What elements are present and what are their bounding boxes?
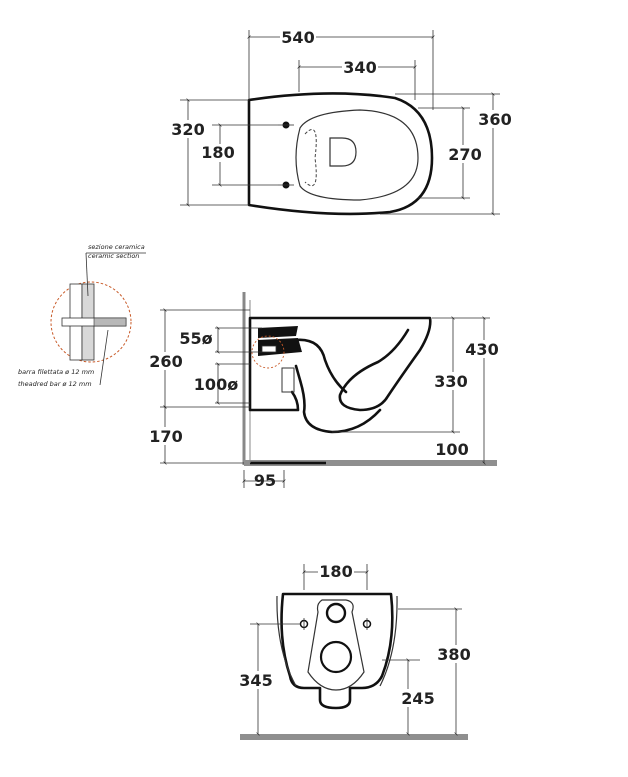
side-view-bowl xyxy=(248,316,432,434)
dim-260: 260 xyxy=(149,352,182,371)
outlet-d-shape xyxy=(329,137,357,167)
front-inlet-hole xyxy=(325,602,347,624)
note-barra-filettata: barra filettata ø 12 mm xyxy=(18,368,94,376)
side-view: 260 170 55ø 100ø 430 330 100 95 xyxy=(18,243,503,490)
dim-170: 170 xyxy=(149,427,182,446)
dim-270: 270 xyxy=(448,145,481,164)
note-sezione-ceramica: sezione ceramica xyxy=(88,243,145,251)
dim-430: 430 xyxy=(465,340,498,359)
top-view: 540 340 360 270 320 180 xyxy=(170,28,513,216)
dim-380: 380 xyxy=(437,645,470,664)
top-view-inner-dashed xyxy=(304,129,317,187)
top-view-inner-rim xyxy=(295,109,419,201)
front-view-inner-recess xyxy=(307,599,365,691)
note-threaded-bar: theadred bar ø 12 mm xyxy=(18,380,92,388)
top-view-outline xyxy=(247,92,434,216)
side-view-trap xyxy=(294,338,348,394)
front-view-outline xyxy=(280,592,394,710)
dim-100-offset: 100 xyxy=(435,440,468,459)
dim-100-pipe: 100ø xyxy=(194,375,238,394)
dim-320: 320 xyxy=(171,120,204,139)
note-ceramic-section: ceramic section xyxy=(88,252,139,260)
front-floor-bar xyxy=(240,734,468,740)
dim-55: 55ø xyxy=(179,329,212,348)
dim-95: 95 xyxy=(254,471,276,490)
front-view: 180 380 245 345 xyxy=(238,562,476,740)
dim-330: 330 xyxy=(434,372,467,391)
dim-345: 345 xyxy=(239,671,272,690)
dim-180-top: 180 xyxy=(201,143,234,162)
dim-340: 340 xyxy=(343,58,376,77)
dim-360: 360 xyxy=(478,110,511,129)
front-outlet-hole xyxy=(319,640,353,674)
floor-bar xyxy=(244,460,497,466)
dim-540: 540 xyxy=(281,28,314,47)
dim-245: 245 xyxy=(401,689,434,708)
dim-180-front: 180 xyxy=(319,562,352,581)
